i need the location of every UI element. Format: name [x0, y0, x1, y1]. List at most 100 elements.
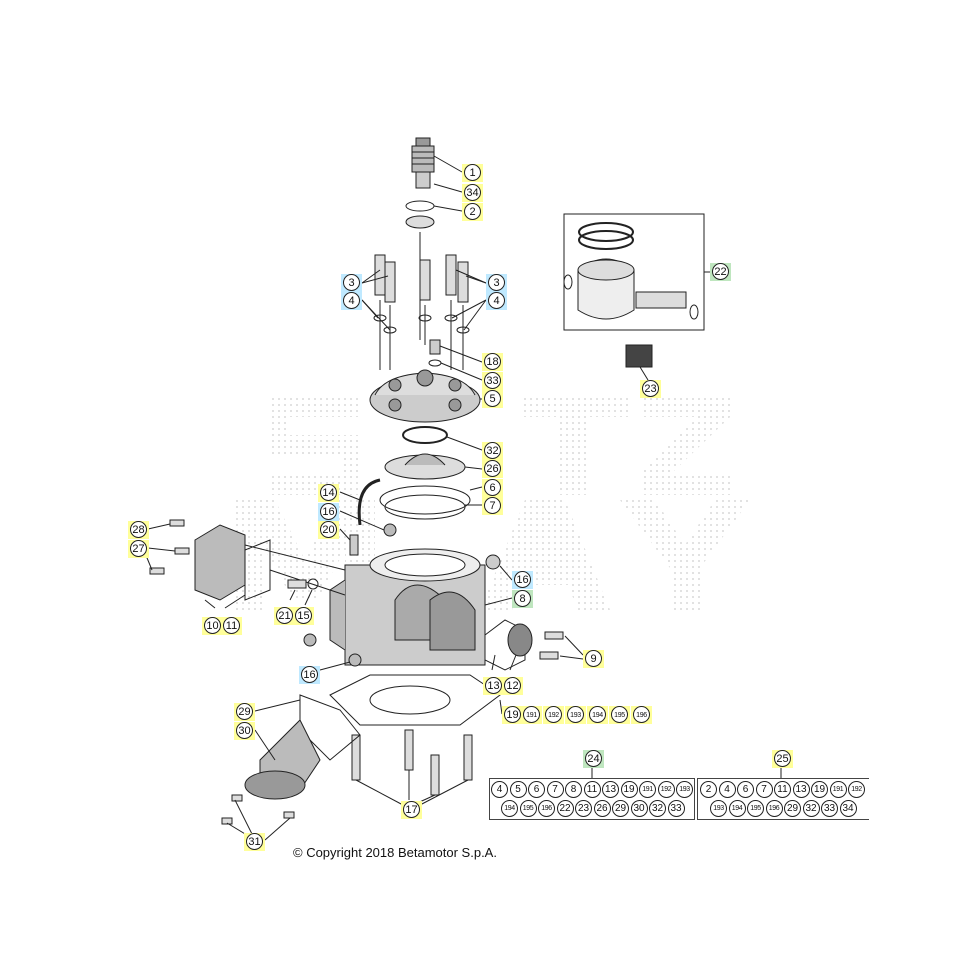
kit-item-6: 6 [737, 781, 754, 798]
callout-30: 30 [234, 722, 255, 740]
callout-34: 34 [462, 184, 483, 202]
callout-label: 34 [466, 187, 479, 199]
callout-195: 195 [609, 706, 630, 724]
kit-item-191: 191 [829, 781, 847, 798]
callout-20: 20 [318, 521, 339, 539]
callout-10: 10 [202, 617, 223, 635]
kit-item-26: 26 [593, 800, 611, 817]
callout-label: 196 [636, 711, 647, 719]
callout-32: 32 [482, 442, 503, 460]
callout-22: 22 [710, 263, 731, 281]
callout-label: 11 [225, 620, 238, 632]
callout-16: 16 [318, 503, 339, 521]
kit-item-7: 7 [755, 781, 773, 798]
kit-item-192: 192 [848, 781, 865, 798]
head-bolts [373, 254, 470, 370]
kit-item-191: 191 [639, 781, 656, 798]
callout-2: 2 [462, 203, 483, 221]
callout-label: 4 [348, 295, 355, 307]
callout-label: 21 [278, 610, 291, 622]
callout-6: 6 [482, 479, 503, 497]
callout-label: 30 [238, 725, 251, 737]
line-art [144, 137, 782, 841]
callout-label: 192 [548, 711, 559, 719]
kit-item-196: 196 [765, 800, 783, 817]
callout-18: 18 [482, 353, 503, 371]
callout-label: 4 [493, 295, 500, 307]
kit-item-33: 33 [821, 800, 838, 817]
callout-7: 7 [482, 497, 503, 515]
callout-label: 1 [469, 167, 476, 179]
callout-label: 16 [516, 574, 529, 586]
callout-21: 21 [274, 607, 295, 625]
callout-4: 4 [341, 292, 362, 310]
callout-label: 13 [487, 680, 500, 692]
kit-item-193: 193 [676, 781, 693, 798]
callout-label: 194 [592, 711, 603, 719]
copyright-text: © Copyright 2018 Betamotor S.p.A. [293, 845, 497, 860]
kit-item-19: 19 [811, 781, 828, 798]
callout-27: 27 [128, 540, 149, 558]
callout-191: 191 [521, 706, 542, 724]
callout-label: 17 [405, 804, 418, 816]
callout-label: 7 [489, 500, 496, 512]
callout-29: 29 [234, 703, 255, 721]
callout-label: 2 [469, 206, 476, 218]
callout-label: 19 [506, 709, 519, 721]
callout-label: 191 [526, 711, 537, 719]
callout-196: 196 [631, 706, 652, 724]
kit-item-13: 13 [792, 781, 810, 798]
callout-label: 25 [776, 753, 789, 765]
callout-label: 193 [570, 711, 581, 719]
watermark-logo [235, 395, 750, 610]
callout-16: 16 [299, 666, 320, 684]
kit-item-192: 192 [657, 781, 675, 798]
callout-label: 3 [348, 277, 355, 289]
callout-13: 13 [483, 677, 504, 695]
callout-label: 23 [644, 383, 657, 395]
callout-3: 3 [486, 274, 507, 292]
kit-item-19: 19 [620, 781, 638, 798]
callout-24: 24 [583, 750, 604, 768]
kit-item-194: 194 [501, 800, 518, 817]
callout-11: 11 [221, 617, 242, 635]
callout-label: 3 [493, 277, 500, 289]
callout-label: 12 [506, 680, 519, 692]
callout-193: 193 [565, 706, 586, 724]
kit-item-23: 23 [575, 800, 592, 817]
callout-5: 5 [482, 390, 503, 408]
kit-item-196: 196 [538, 800, 555, 817]
callout-1: 1 [462, 164, 483, 182]
kit-item-22: 22 [556, 800, 574, 817]
kit-item-29: 29 [784, 800, 801, 817]
callout-16: 16 [512, 571, 533, 589]
callout-label: 18 [486, 356, 499, 368]
kit-item-30: 30 [630, 800, 648, 817]
callout-8: 8 [512, 590, 533, 608]
kit-item-11: 11 [774, 781, 791, 798]
callout-4: 4 [486, 292, 507, 310]
kit-item-194: 194 [728, 800, 746, 817]
callout-33: 33 [482, 372, 503, 390]
kit-item-195: 195 [747, 800, 764, 817]
callout-label: 22 [714, 266, 727, 278]
kit-item-13: 13 [602, 781, 619, 798]
callout-23: 23 [640, 380, 661, 398]
callout-17: 17 [401, 801, 422, 819]
kit-item-29: 29 [612, 800, 629, 817]
callout-9: 9 [583, 650, 604, 668]
callout-192: 192 [543, 706, 564, 724]
callout-3: 3 [341, 274, 362, 292]
callout-194: 194 [587, 706, 608, 724]
callout-label: 10 [206, 620, 219, 632]
callout-label: 6 [489, 482, 496, 494]
callout-19: 19 [502, 706, 523, 724]
kit-item-8: 8 [565, 781, 582, 798]
callout-label: 16 [303, 669, 316, 681]
kit-item-32: 32 [802, 800, 820, 817]
callout-label: 24 [587, 753, 600, 765]
callout-31: 31 [244, 833, 265, 851]
callout-25: 25 [772, 750, 793, 768]
